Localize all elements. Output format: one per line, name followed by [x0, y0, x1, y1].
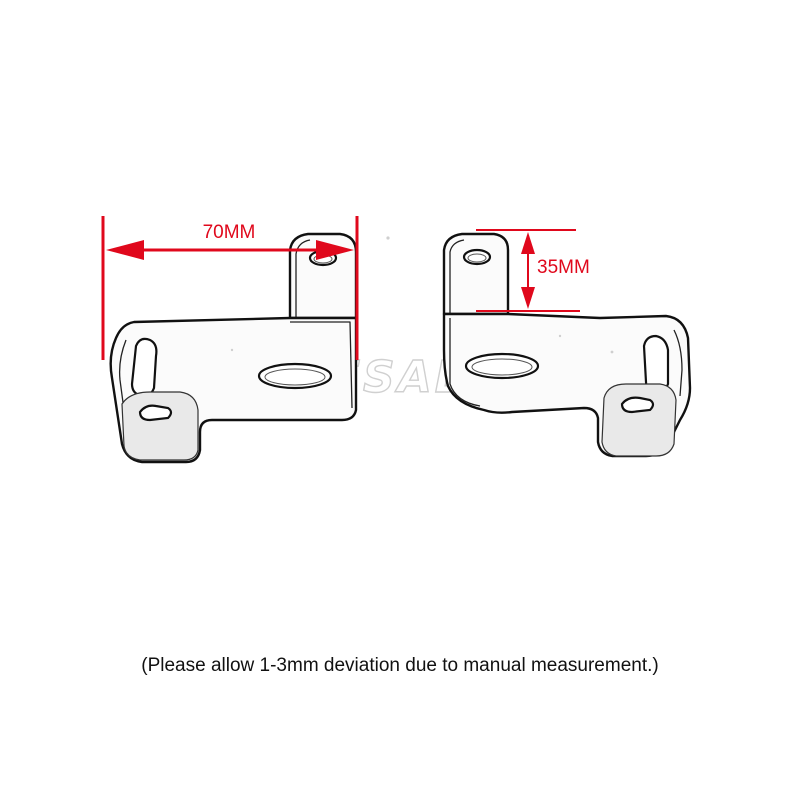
- left-plate-center-slot: [257, 362, 333, 390]
- width-dim-arrow-right: [316, 240, 354, 260]
- right-bracket-tab: [442, 232, 510, 316]
- height-dim-arrow-bottom: [521, 287, 535, 309]
- left-bracket: [109, 232, 358, 464]
- left-bottom-tab-hole: [138, 404, 173, 422]
- right-plate-center-slot: [464, 352, 540, 380]
- height-dim-label: 35MM: [537, 257, 590, 278]
- width-dimension: 70MM: [101, 216, 359, 360]
- left-bracket-bottom-tab: [121, 391, 199, 461]
- right-bracket-bottom-tab: [601, 383, 677, 457]
- width-dim-label: 70MM: [203, 222, 256, 243]
- height-dim-arrow-top: [521, 232, 535, 254]
- height-dimension: 35MM: [476, 229, 590, 312]
- measurement-disclaimer: (Please allow 1-3mm deviation due to man…: [141, 655, 659, 676]
- width-dim-arrow-left: [106, 240, 144, 260]
- left-plate-end-slot: [130, 337, 158, 398]
- right-bracket: [442, 232, 692, 458]
- right-bottom-tab-hole: [620, 396, 655, 414]
